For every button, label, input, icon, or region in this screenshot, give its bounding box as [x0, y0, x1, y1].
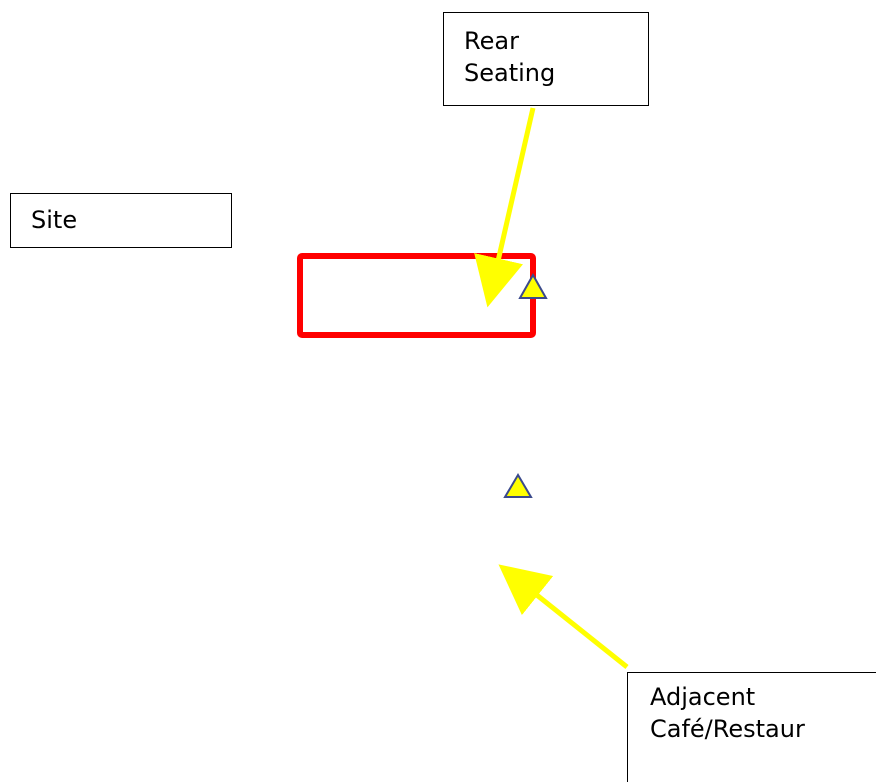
rear-seating-arrow — [474, 107, 536, 308]
cafe-label-line1: Adjacent — [650, 683, 756, 711]
site-label-box: Site — [10, 193, 232, 248]
site-label: Site — [31, 206, 78, 234]
rear-seating-label-line2: Seating — [464, 59, 556, 87]
rear-seating-label-line1: Rear — [464, 27, 519, 55]
rear-seating-label-box: Rear Seating — [443, 12, 649, 106]
rear-seating-marker-icon — [518, 272, 548, 299]
cafe-marker-icon — [503, 473, 533, 498]
cafe-label-box: Adjacent Café/Restaur — [627, 672, 876, 782]
cafe-arrow — [498, 564, 629, 669]
cafe-label-line2: Café/Restaur — [650, 715, 805, 743]
map-overlay — [297, 107, 629, 669]
